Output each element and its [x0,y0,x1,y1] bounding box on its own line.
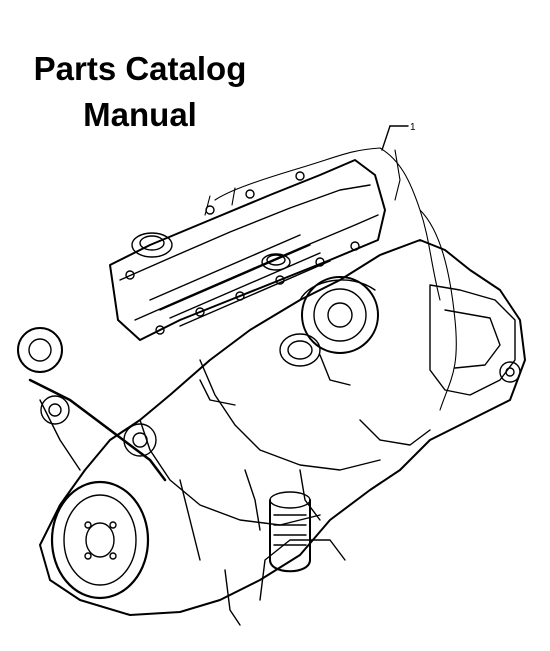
title-line-1: Parts Catalog [33,50,247,87]
wiring-harness [205,148,456,410]
engine-block [40,240,525,615]
valve-cover [110,160,385,340]
tubes [200,380,260,625]
title-line-2: Manual [83,96,197,133]
oil-filter [270,492,310,571]
damper-pulley [52,482,148,598]
rear-housing [430,285,520,395]
pulleys [18,328,165,480]
turbocharger [280,277,378,385]
callout: 1 [382,122,416,150]
catalog-title: Parts Catalog Manual [0,46,280,138]
callout-number: 1 [410,122,416,133]
